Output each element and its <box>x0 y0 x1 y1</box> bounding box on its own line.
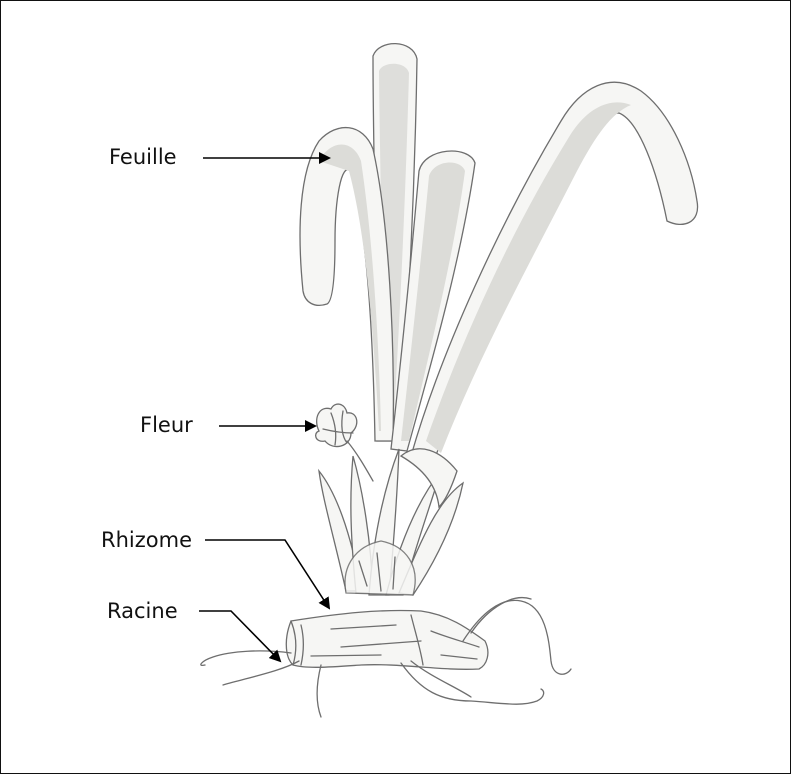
rhizome <box>286 610 488 669</box>
label-rhizome: Rhizome <box>101 528 192 552</box>
basal-sheath <box>319 449 463 595</box>
label-racine: Racine <box>107 599 178 623</box>
flower <box>316 404 373 481</box>
label-feuille: Feuille <box>109 145 177 169</box>
rhizome-arrow <box>205 540 329 608</box>
label-fleur: Fleur <box>140 413 193 437</box>
racine-arrow <box>199 611 280 661</box>
